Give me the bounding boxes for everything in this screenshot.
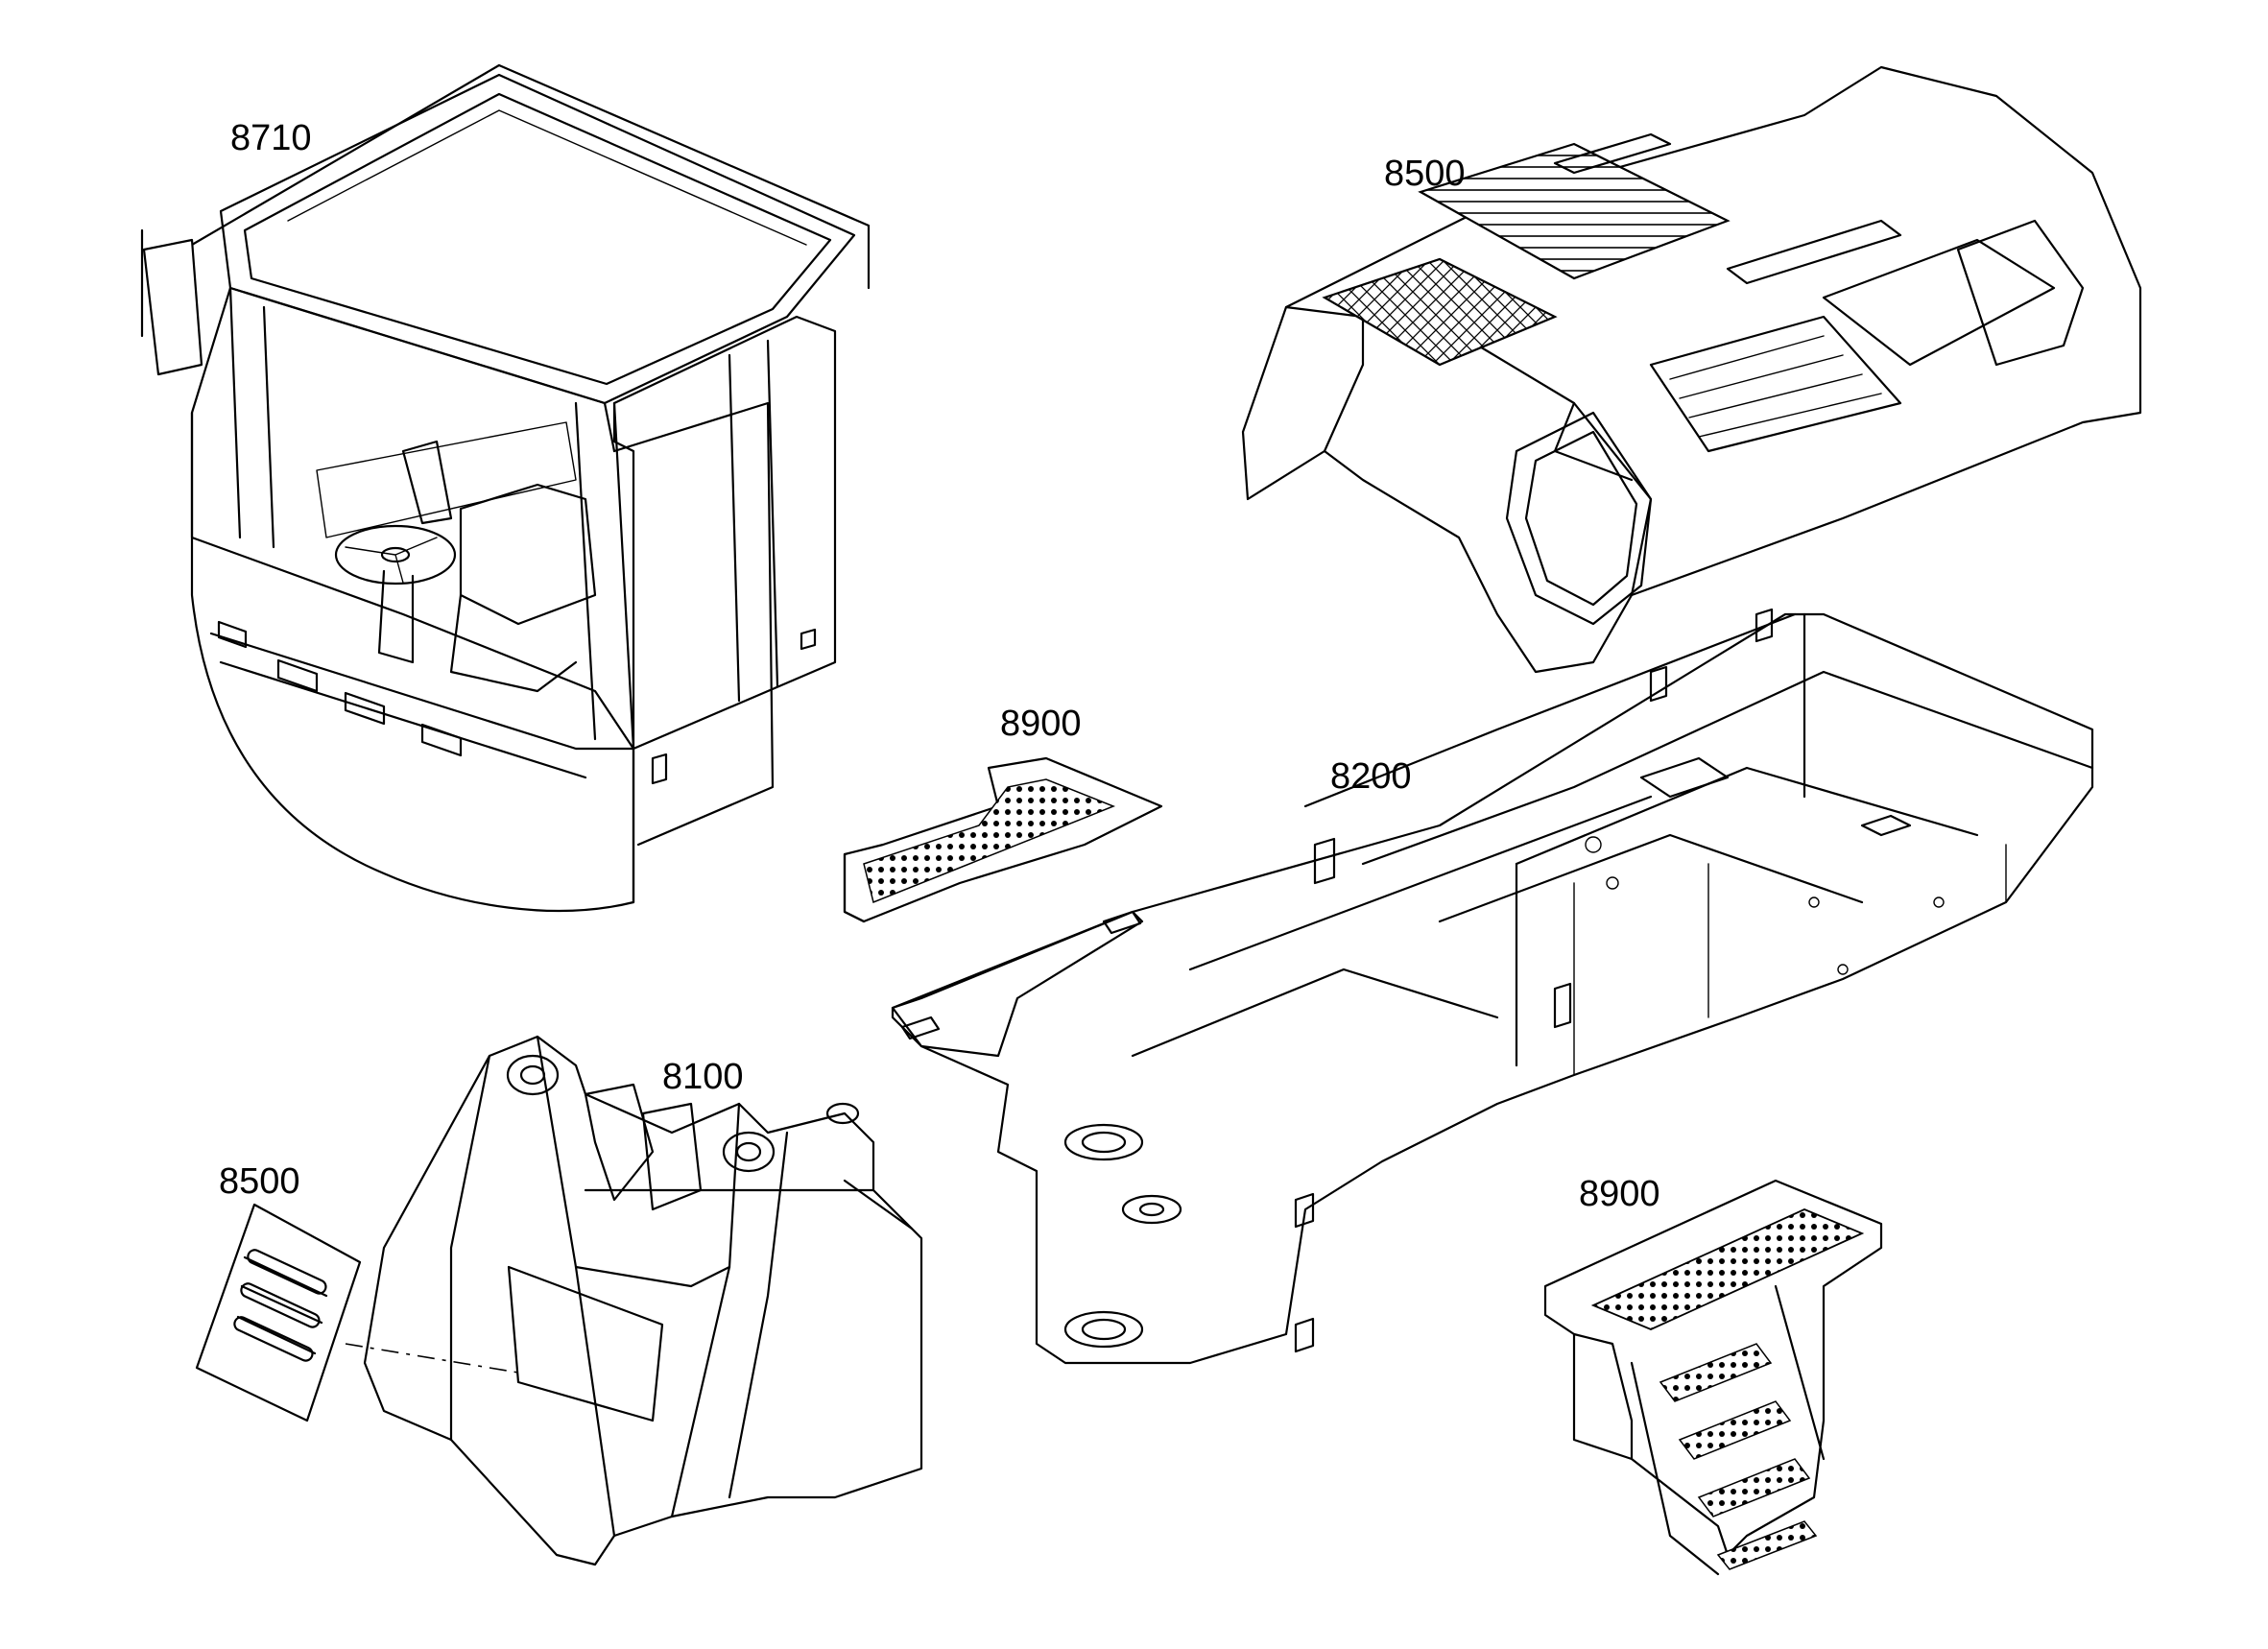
- part-label-hood: 8500: [1384, 154, 1466, 194]
- part-label-front-frame: 8100: [662, 1057, 744, 1097]
- part-label-ladder: 8900: [1579, 1174, 1660, 1214]
- hood-drawing: [1241, 65, 2142, 674]
- part-label-cab: 8710: [230, 118, 312, 158]
- part-label-cover-plate: 8500: [219, 1161, 300, 1202]
- cover-plate-drawing: [195, 1203, 519, 1422]
- part-label-rear-frame: 8200: [1330, 756, 1412, 797]
- step-plate-drawing: [843, 756, 1163, 923]
- cab-drawing: [140, 63, 871, 913]
- front-frame-drawing: [363, 1035, 923, 1566]
- part-label-step-plate: 8900: [1000, 704, 1082, 744]
- rear-frame-drawing: [891, 608, 2094, 1365]
- ladder-drawing: [1543, 1179, 1883, 1576]
